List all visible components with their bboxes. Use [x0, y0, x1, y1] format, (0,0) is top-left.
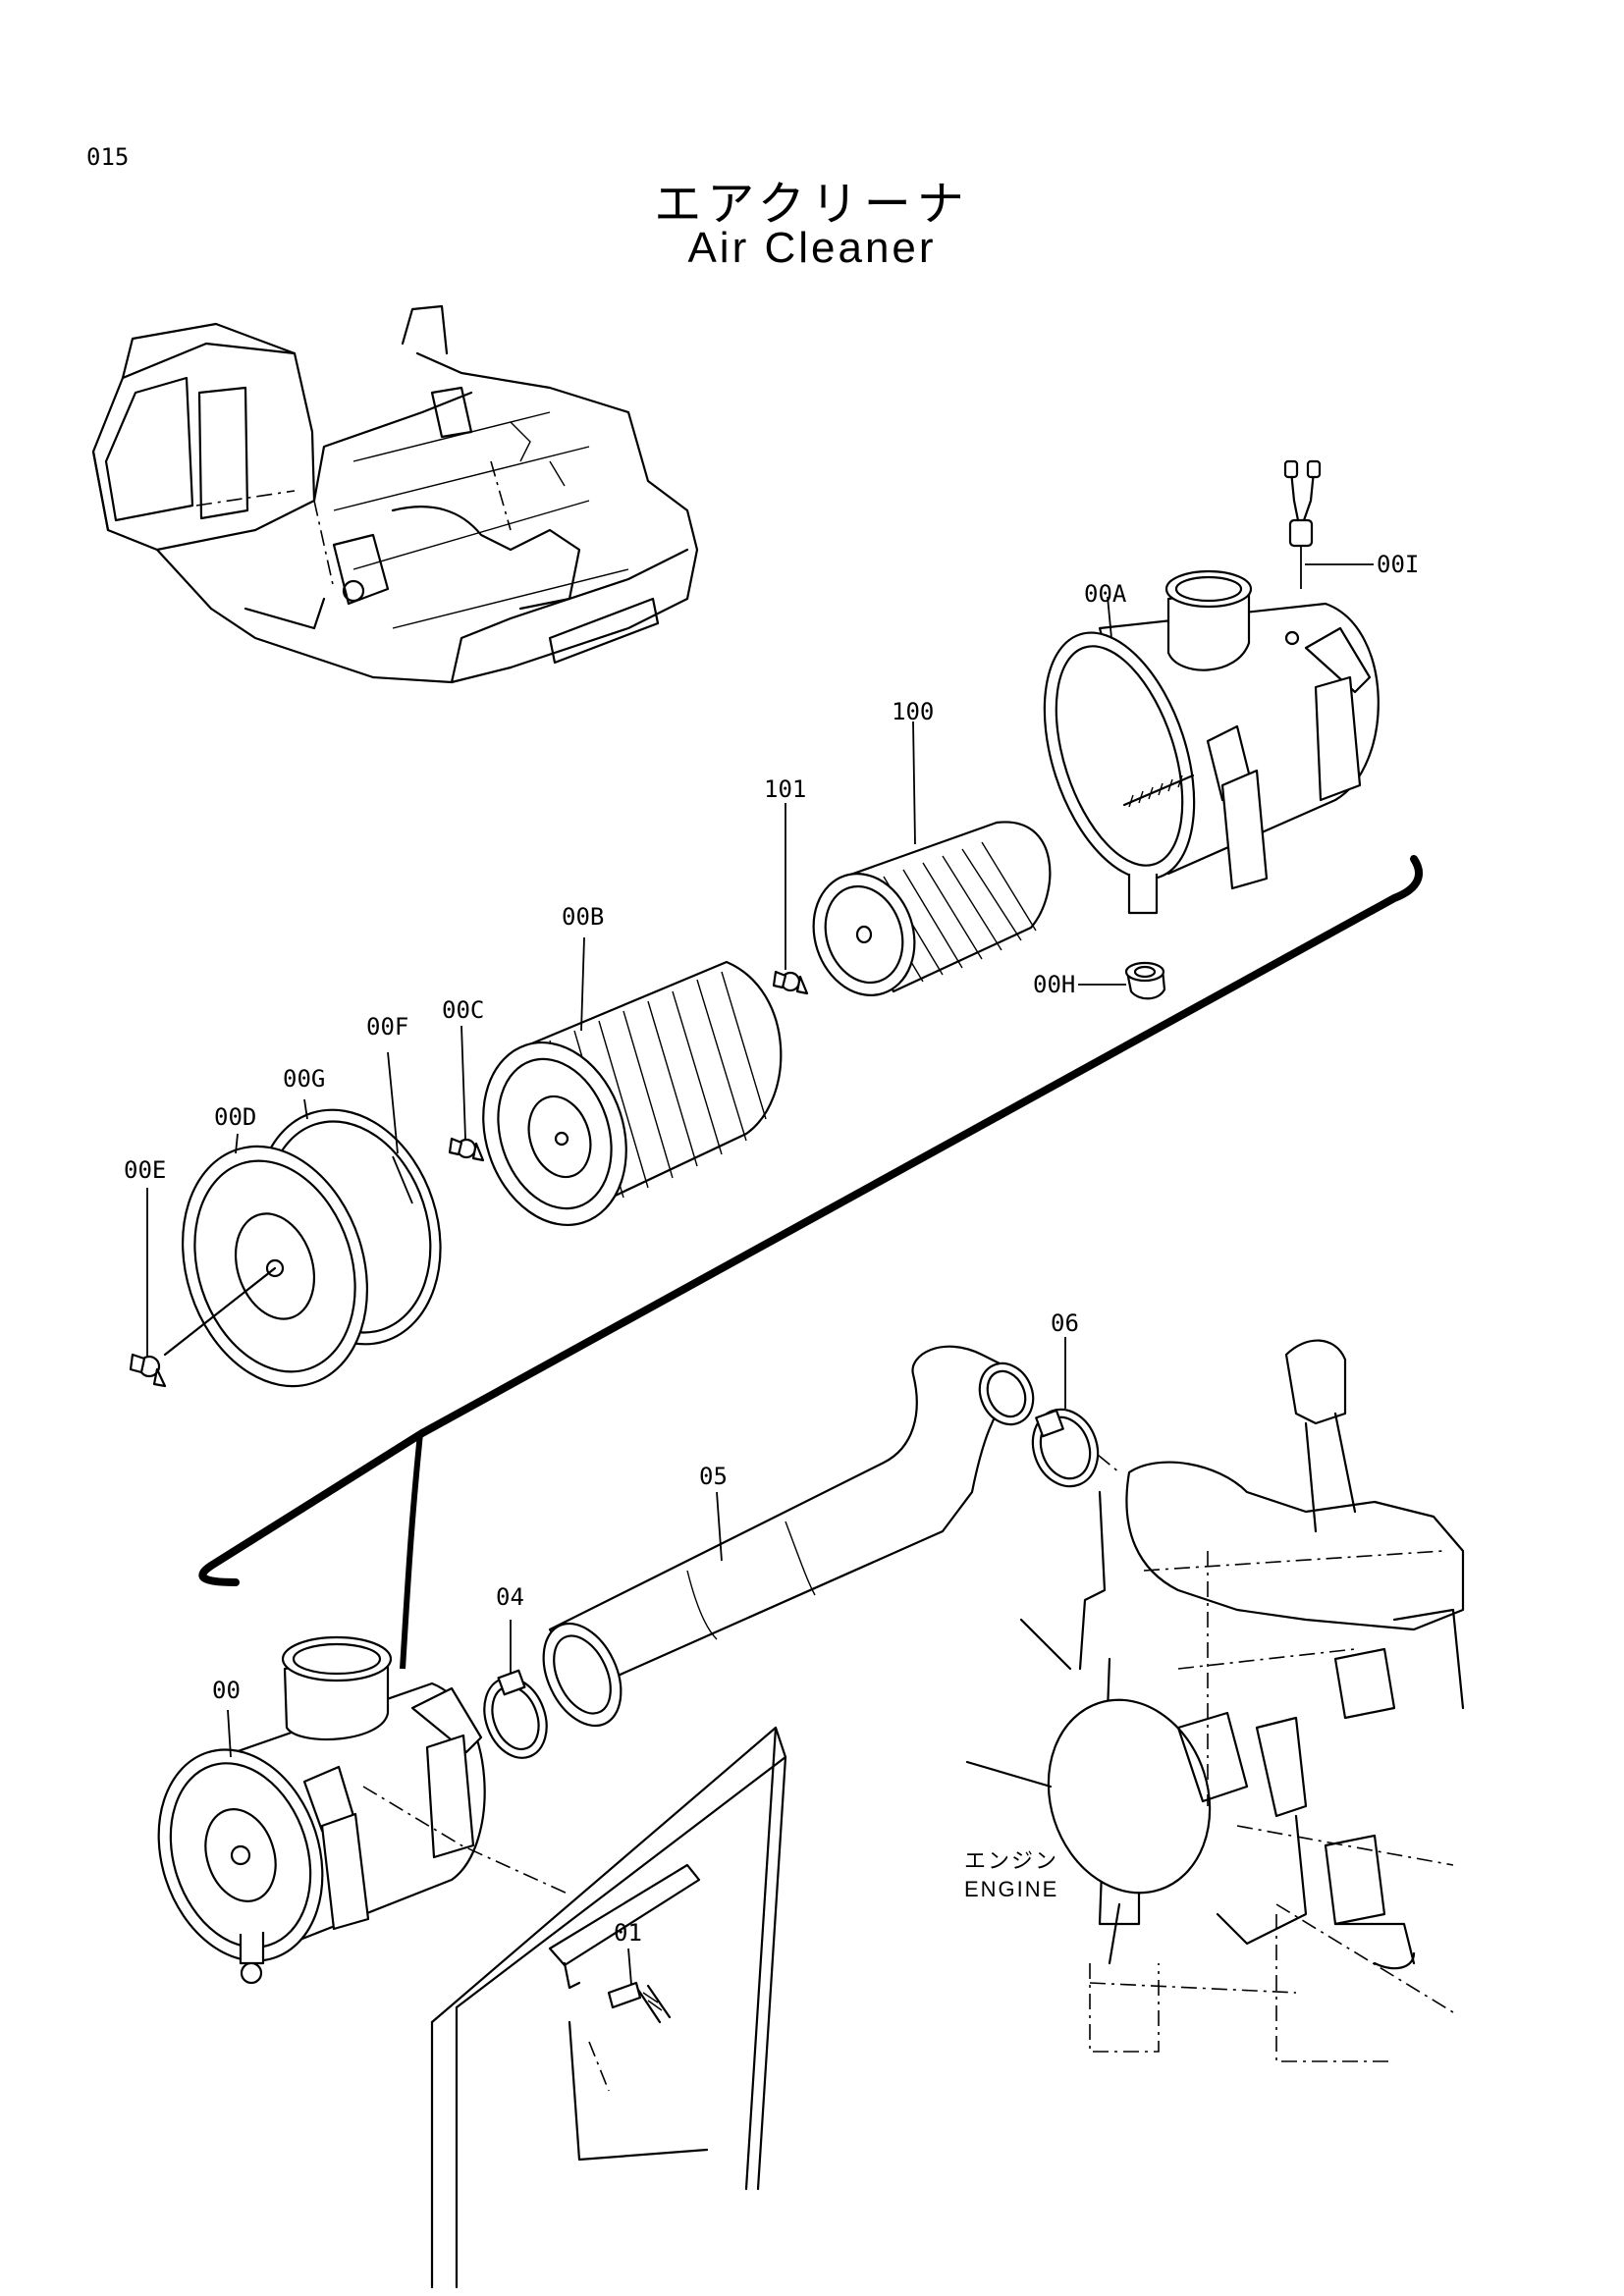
part-label-00A: 00A [1084, 580, 1127, 608]
page-title-jp: エアクリーナ [654, 177, 970, 232]
separator-band-stem [400, 1432, 423, 1670]
part-05-hose [542, 1345, 1035, 1728]
part-label-05: 05 [699, 1463, 728, 1490]
part-00A-housing [1043, 569, 1380, 915]
part-label-00D: 00D [214, 1103, 256, 1131]
part-label-00B: 00B [562, 903, 604, 931]
part-label-06: 06 [1051, 1309, 1079, 1337]
part-100-inner-element [812, 821, 1052, 996]
part-label-101: 101 [764, 775, 806, 803]
leader-lines [146, 563, 1374, 1986]
engine-label-en: ENGINE [964, 1877, 1058, 1901]
part-00B-outer-element [482, 960, 783, 1227]
part-label-04: 04 [496, 1583, 524, 1611]
part-00-assembly [157, 1635, 486, 1985]
part-label-00C: 00C [442, 996, 484, 1024]
part-00D-cover [163, 1145, 369, 1388]
part-00H-valve [1124, 961, 1166, 1000]
part-04-clamp [483, 1669, 548, 1759]
part-label-01: 01 [614, 1919, 642, 1947]
machine-frame-lines [362, 1726, 787, 2289]
part-label-00E: 00E [124, 1156, 166, 1184]
engine-illustration [965, 1339, 1465, 2062]
part-label-100: 100 [892, 698, 934, 725]
part-06-clamp [1031, 1408, 1120, 1488]
page-title-en: Air Cleaner [687, 224, 937, 272]
page-number: 015 [86, 143, 130, 171]
part-00C-wing-nut [448, 1137, 485, 1162]
separator-band [198, 855, 1423, 1586]
engine-label-jp: エンジン [964, 1848, 1058, 1873]
excavator-overview-illustration [91, 304, 699, 684]
part-00I-switch [1283, 459, 1322, 589]
part-label-00F: 00F [366, 1013, 408, 1041]
part-101-wing-nut [772, 970, 809, 995]
part-label-00H: 00H [1033, 971, 1075, 998]
part-label-00: 00 [212, 1677, 241, 1704]
part-label-00I: 00I [1377, 551, 1419, 578]
part-label-00G: 00G [283, 1065, 325, 1093]
part-labels: 00I 00A 100 101 00B 00H 00C 00F 00G 00D … [124, 551, 1419, 1947]
part-00E-wing-nut [129, 1353, 167, 1388]
